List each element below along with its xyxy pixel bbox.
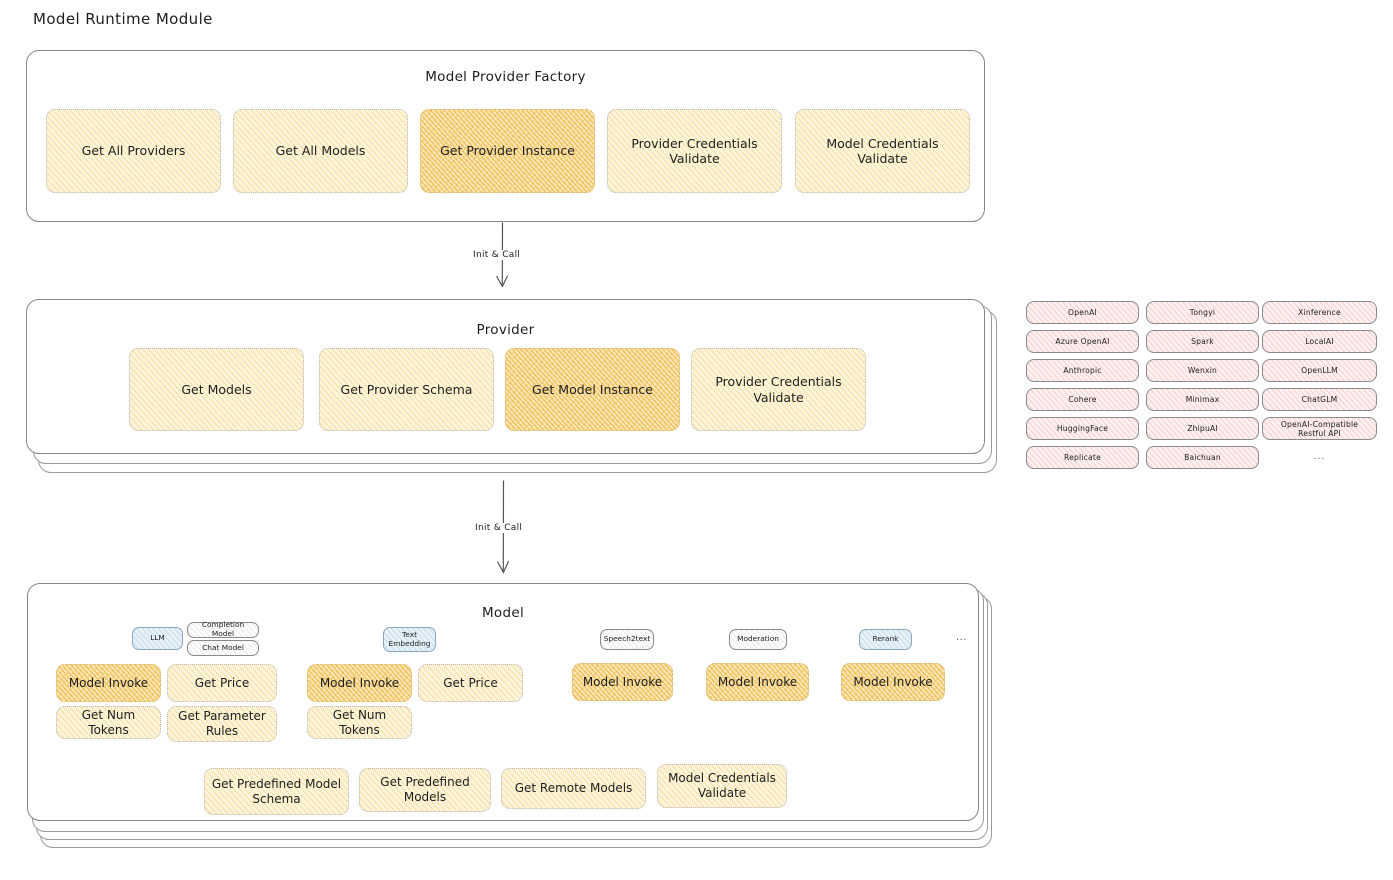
provider-pill-cohere[interactable]: Cohere — [1026, 388, 1139, 411]
provider-node-get-models[interactable]: Get Models — [129, 348, 304, 431]
provider-pill-openai[interactable]: OpenAI — [1026, 301, 1139, 324]
provider-pill-anthropic[interactable]: Anthropic — [1026, 359, 1139, 382]
page-title: Model Runtime Module — [33, 10, 213, 28]
model-badge-llm[interactable]: LLM — [132, 627, 183, 650]
model-badge-moderation[interactable]: Moderation — [729, 629, 787, 650]
model-node-llm-get-num-tokens[interactable]: Get Num Tokens — [56, 706, 161, 739]
factory-node-get-all-models[interactable]: Get All Models — [233, 109, 408, 193]
model-node-speech2text-model-invoke[interactable]: Model Invoke — [572, 663, 673, 701]
provider-pill-openai-compatible-restful-api[interactable]: OpenAI-Compatible Restful API — [1262, 417, 1377, 440]
provider-pill-localai[interactable]: LocalAI — [1262, 330, 1377, 353]
model-title: Model — [481, 605, 525, 621]
provider-panel: Provider Get Models Get Provider Schema … — [26, 299, 985, 454]
factory-node-get-all-providers[interactable]: Get All Providers — [46, 109, 221, 193]
model-node-text-embedding-model-invoke[interactable]: Model Invoke — [307, 664, 412, 702]
arrow-label-init-call-1: Init & Call — [470, 250, 524, 260]
model-node-llm-get-parameter-rules[interactable]: Get Parameter Rules — [167, 706, 277, 742]
model-node-model-credentials-validate[interactable]: Model Credentials Validate — [657, 764, 787, 808]
provider-title: Provider — [476, 322, 535, 338]
provider-pill-spark[interactable]: Spark — [1146, 330, 1259, 353]
provider-node-get-provider-schema[interactable]: Get Provider Schema — [319, 348, 494, 431]
provider-node-provider-credentials-validate[interactable]: Provider Credentials Validate — [691, 348, 866, 431]
model-node-rerank-model-invoke[interactable]: Model Invoke — [841, 663, 945, 701]
arrow-down-icon — [496, 222, 508, 288]
provider-pill-minimax[interactable]: Minimax — [1146, 388, 1259, 411]
model-sub-badge-chat-model[interactable]: Chat Model — [187, 640, 259, 656]
factory-node-provider-credentials-validate[interactable]: Provider Credentials Validate — [607, 109, 782, 193]
provider-pill-huggingface[interactable]: HuggingFace — [1026, 417, 1139, 440]
arrow-label-init-call-2: Init & Call — [472, 523, 526, 533]
model-panel: Model LLM Completion Model Chat Model Mo… — [27, 583, 979, 821]
model-sub-badge-completion-model[interactable]: Completion Model — [187, 621, 259, 638]
provider-pill-chatglm[interactable]: ChatGLM — [1262, 388, 1377, 411]
provider-pill-xinference[interactable]: Xinference — [1262, 301, 1377, 324]
model-node-get-predefined-model-schema[interactable]: Get Predefined Model Schema — [204, 768, 349, 815]
provider-pill-wenxin[interactable]: Wenxin — [1146, 359, 1259, 382]
provider-pill-openllm[interactable]: OpenLLM — [1262, 359, 1377, 382]
model-node-get-predefined-models[interactable]: Get Predefined Models — [359, 768, 491, 812]
provider-list-ellipsis: ... — [1313, 452, 1326, 462]
model-badge-text-embedding[interactable]: Text Embedding — [383, 627, 436, 652]
model-badge-speech2text[interactable]: Speech2text — [600, 629, 654, 650]
factory-node-model-credentials-validate[interactable]: Model Credentials Validate — [795, 109, 970, 193]
arrow-factory-to-provider: Init & Call — [470, 222, 525, 300]
provider-pill-baichuan[interactable]: Baichuan — [1146, 446, 1259, 469]
model-badge-rerank[interactable]: Rerank — [859, 629, 912, 650]
model-node-llm-model-invoke[interactable]: Model Invoke — [56, 664, 161, 702]
arrow-provider-to-model: Init & Call — [472, 480, 526, 585]
provider-pill-zhipuai[interactable]: ZhipuAI — [1146, 417, 1259, 440]
provider-pill-azure-openai[interactable]: Azure OpenAI — [1026, 330, 1139, 353]
model-node-moderation-model-invoke[interactable]: Model Invoke — [706, 663, 809, 701]
model-node-text-embedding-get-price[interactable]: Get Price — [418, 664, 523, 702]
provider-pill-tongyi[interactable]: Tongyi — [1146, 301, 1259, 324]
provider-pill-replicate[interactable]: Replicate — [1026, 446, 1139, 469]
model-node-text-embedding-get-num-tokens[interactable]: Get Num Tokens — [307, 706, 412, 739]
factory-node-get-provider-instance[interactable]: Get Provider Instance — [420, 109, 595, 193]
model-node-llm-get-price[interactable]: Get Price — [167, 664, 277, 702]
model-provider-factory-title: Model Provider Factory — [425, 69, 586, 85]
model-groups-ellipsis: ... — [956, 632, 968, 643]
model-node-get-remote-models[interactable]: Get Remote Models — [501, 768, 646, 809]
provider-node-get-model-instance[interactable]: Get Model Instance — [505, 348, 680, 431]
model-provider-factory-panel: Model Provider Factory Get All Providers… — [26, 50, 985, 222]
